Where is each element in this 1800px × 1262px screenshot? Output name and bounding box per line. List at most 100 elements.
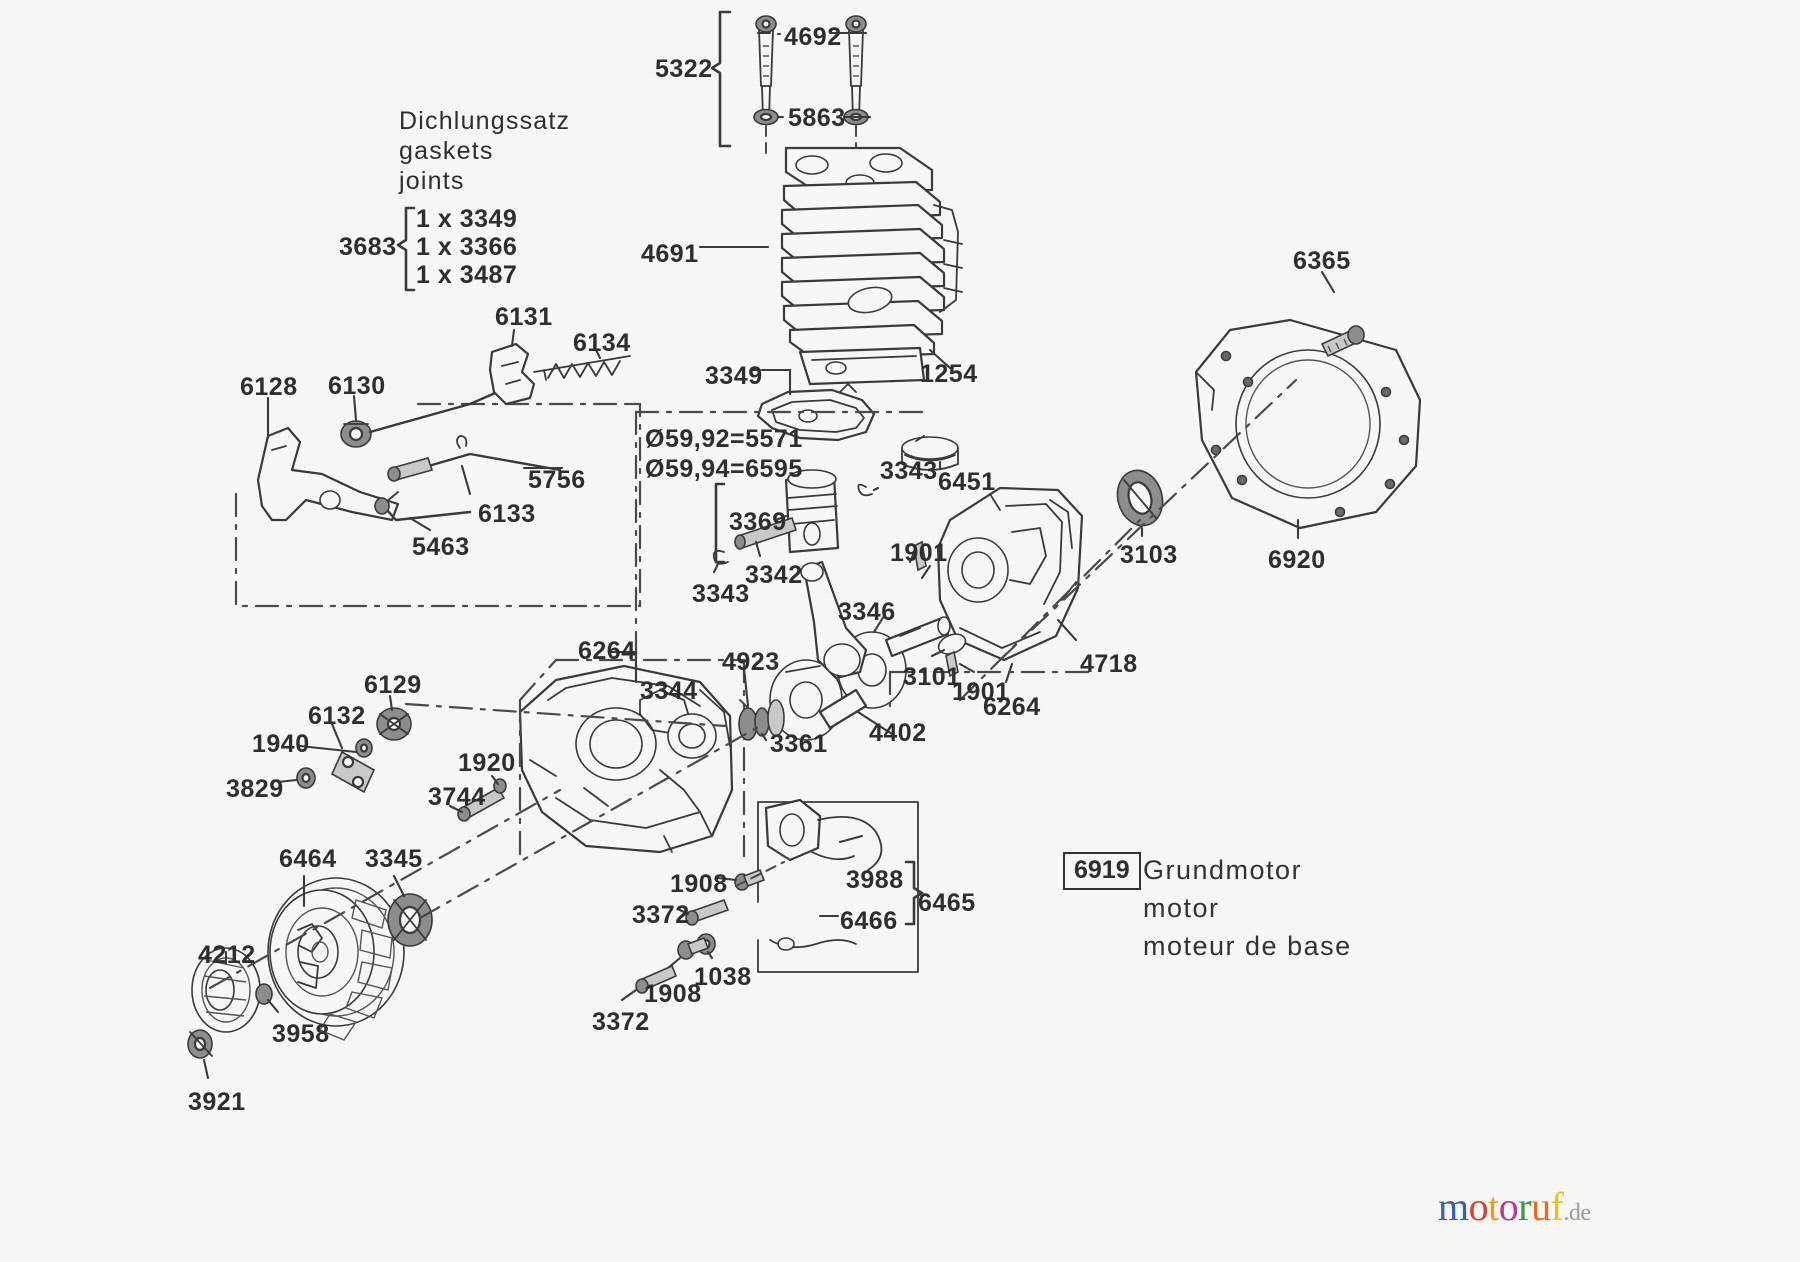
gasket-set-heading-fr: joints (399, 167, 465, 195)
crankcase-right-frame (888, 670, 1098, 708)
callout-6451-9: 6451 (938, 468, 996, 496)
spring-6134 (533, 355, 631, 381)
callout-6464-38: 6464 (279, 845, 337, 873)
callout-1901-21: 1901 (890, 539, 948, 567)
brand-letter-r: r (1518, 1184, 1532, 1229)
callout-3344-31: 3344 (640, 677, 698, 705)
linkage-frame (234, 402, 642, 608)
legend-line-en: motor (1143, 893, 1220, 923)
ignition-coil-6466 (764, 798, 883, 951)
callout-3349-5: 3349 (705, 362, 763, 390)
bracket-bore-notes (714, 482, 726, 564)
brand-suffix: .de (1563, 1200, 1591, 1226)
callout-1940-34: 1940 (252, 730, 310, 758)
screw-1908-b (677, 936, 710, 960)
screw-3372-b (635, 964, 678, 994)
callout-5756-15: 5756 (528, 466, 586, 494)
callout-4923-29: 4923 (722, 648, 780, 676)
washer-stack-4923 (738, 699, 785, 741)
callout-6130-14: 6130 (328, 372, 386, 400)
callout-6129-32: 6129 (364, 671, 422, 699)
dowel-1901-b (945, 650, 959, 678)
callout-6131-11: 6131 (495, 303, 553, 331)
lever-6128 (256, 426, 400, 522)
cylinder-4691 (780, 146, 963, 386)
screw-3372-a (685, 898, 730, 926)
gasket-set-item-2: 1 x 3487 (416, 261, 518, 289)
crankcase-left-frame (518, 658, 746, 858)
callout-3988-48: 3988 (846, 866, 904, 894)
callout-1908-46: 1908 (644, 980, 702, 1008)
callout-4692-1: 4692 (784, 23, 842, 51)
pin-3342 (712, 516, 798, 565)
legend-line-fr: moteur de base (1143, 931, 1352, 961)
callout-5863-2: 5863 (788, 104, 846, 132)
legend-line-de: Grundmotor (1143, 855, 1303, 885)
seal-3103 (1116, 469, 1164, 527)
callout-1038-45: 1038 (694, 963, 752, 991)
circlip-3343-right (857, 483, 873, 497)
callout-3744-37: 3744 (428, 783, 486, 811)
gasket-set-item-0: 1 x 3349 (416, 205, 518, 233)
callout-6132-33: 6132 (308, 702, 366, 730)
flywheel-6464 (267, 877, 405, 1041)
callout-1254-4: 1254 (920, 360, 978, 388)
nut-3345 (387, 893, 433, 947)
nut-3829 (296, 767, 316, 789)
rod-5463 (374, 491, 472, 522)
brand-letter-o2: o (1498, 1184, 1519, 1229)
ignition-box-frame (757, 801, 919, 973)
callout-1920-36: 1920 (458, 749, 516, 777)
gasket-set-item-1: 1 x 3366 (416, 233, 518, 261)
starter-pulley-4212 (187, 947, 273, 1059)
callout-4402-27: 4402 (869, 719, 927, 747)
callout-3103-8: 3103 (1120, 541, 1178, 569)
gasket-set-code: 3683 (339, 233, 397, 261)
callout-3921-42: 3921 (188, 1088, 246, 1116)
screw-1908-a (734, 868, 766, 891)
callout-3101-23: 3101 (903, 663, 961, 691)
washer-5863-pair (753, 108, 872, 161)
callout-5463-17: 5463 (412, 533, 470, 561)
callout-6134-12: 6134 (573, 329, 631, 357)
callout-1901-24: 1901 (952, 678, 1010, 706)
callout-3342-19: 3342 (745, 561, 803, 589)
callout-3958-41: 3958 (272, 1020, 330, 1048)
callout-6465-50: 6465 (918, 889, 976, 917)
rod-5756 (387, 435, 562, 482)
callout-6264-26: 6264 (983, 693, 1041, 721)
callout-6264-30: 6264 (578, 637, 636, 665)
callout-4212-40: 4212 (198, 941, 256, 969)
screw-6365 (1320, 325, 1365, 358)
piston-3369 (784, 469, 840, 554)
bushing-6130 (340, 420, 372, 448)
gasket-set-heading-en: gaskets (399, 137, 494, 165)
callout-5322-0: 5322 (655, 55, 713, 83)
bearing-3101 (937, 633, 967, 655)
callout-3346-22: 3346 (838, 598, 896, 626)
callout-6466-49: 6466 (840, 907, 898, 935)
callout-4691-3: 4691 (641, 240, 699, 268)
gasket-set-heading-de: Dichlungssatz (399, 107, 571, 135)
callout-3369-18: 3369 (729, 508, 787, 536)
washer-1940 (355, 738, 373, 758)
callout-6920-7: 6920 (1268, 546, 1326, 574)
screw-4692-pair (755, 15, 868, 121)
callout-3343-20: 3343 (692, 580, 750, 608)
brand-letter-f: f (1550, 1184, 1564, 1229)
bore-note-1: Ø59,94=6595 (645, 455, 803, 483)
ring-6451 (901, 435, 959, 471)
callout-1908-43: 1908 (670, 870, 728, 898)
callout-6365-6: 6365 (1293, 247, 1351, 275)
nut-6129 (376, 707, 412, 741)
callout-3361-28: 3361 (770, 730, 828, 758)
callout-4718-25: 4718 (1080, 650, 1138, 678)
brand-letter-m: m (1438, 1184, 1469, 1229)
callout-3829-35: 3829 (226, 775, 284, 803)
brand-letter-o1: o (1468, 1184, 1489, 1229)
legend-code-box: 6919 (1063, 852, 1141, 890)
bracket-6132 (330, 750, 376, 794)
bracket-6465 (904, 860, 924, 926)
